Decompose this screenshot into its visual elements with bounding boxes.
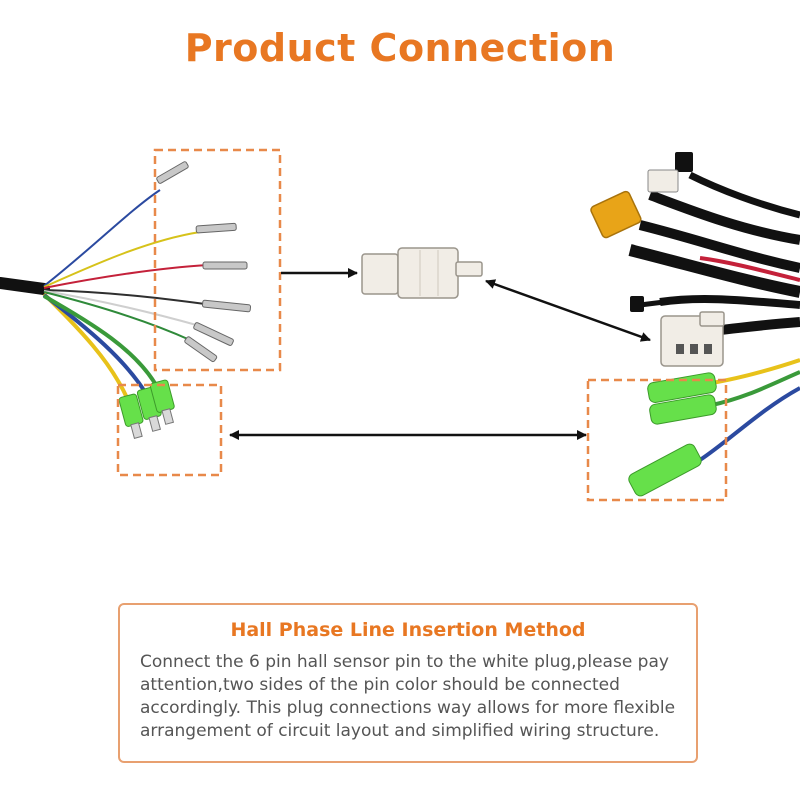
hall-pins-highlight-box [153,148,282,372]
wiring-diagram [0,148,800,502]
page-title: Product Connection [184,26,616,70]
right-phase-highlight-box [586,378,728,502]
hall-pin-terminals [156,161,252,363]
controller-harness [590,152,800,367]
left-phase-connectors [118,379,175,439]
insertion-method-box: Hall Phase Line Insertion Method Connect… [118,603,698,763]
insertion-method-heading: Hall Phase Line Insertion Method [230,619,586,641]
left-motor-cable [0,189,209,401]
left-phase-highlight-box [116,383,223,477]
right-phase-connectors [628,358,800,497]
arrow-plug-to-controller [485,279,651,342]
white-hall-plug [361,247,483,299]
insertion-method-text: Connect the 6 pin hall sensor pin to the… [140,652,676,741]
